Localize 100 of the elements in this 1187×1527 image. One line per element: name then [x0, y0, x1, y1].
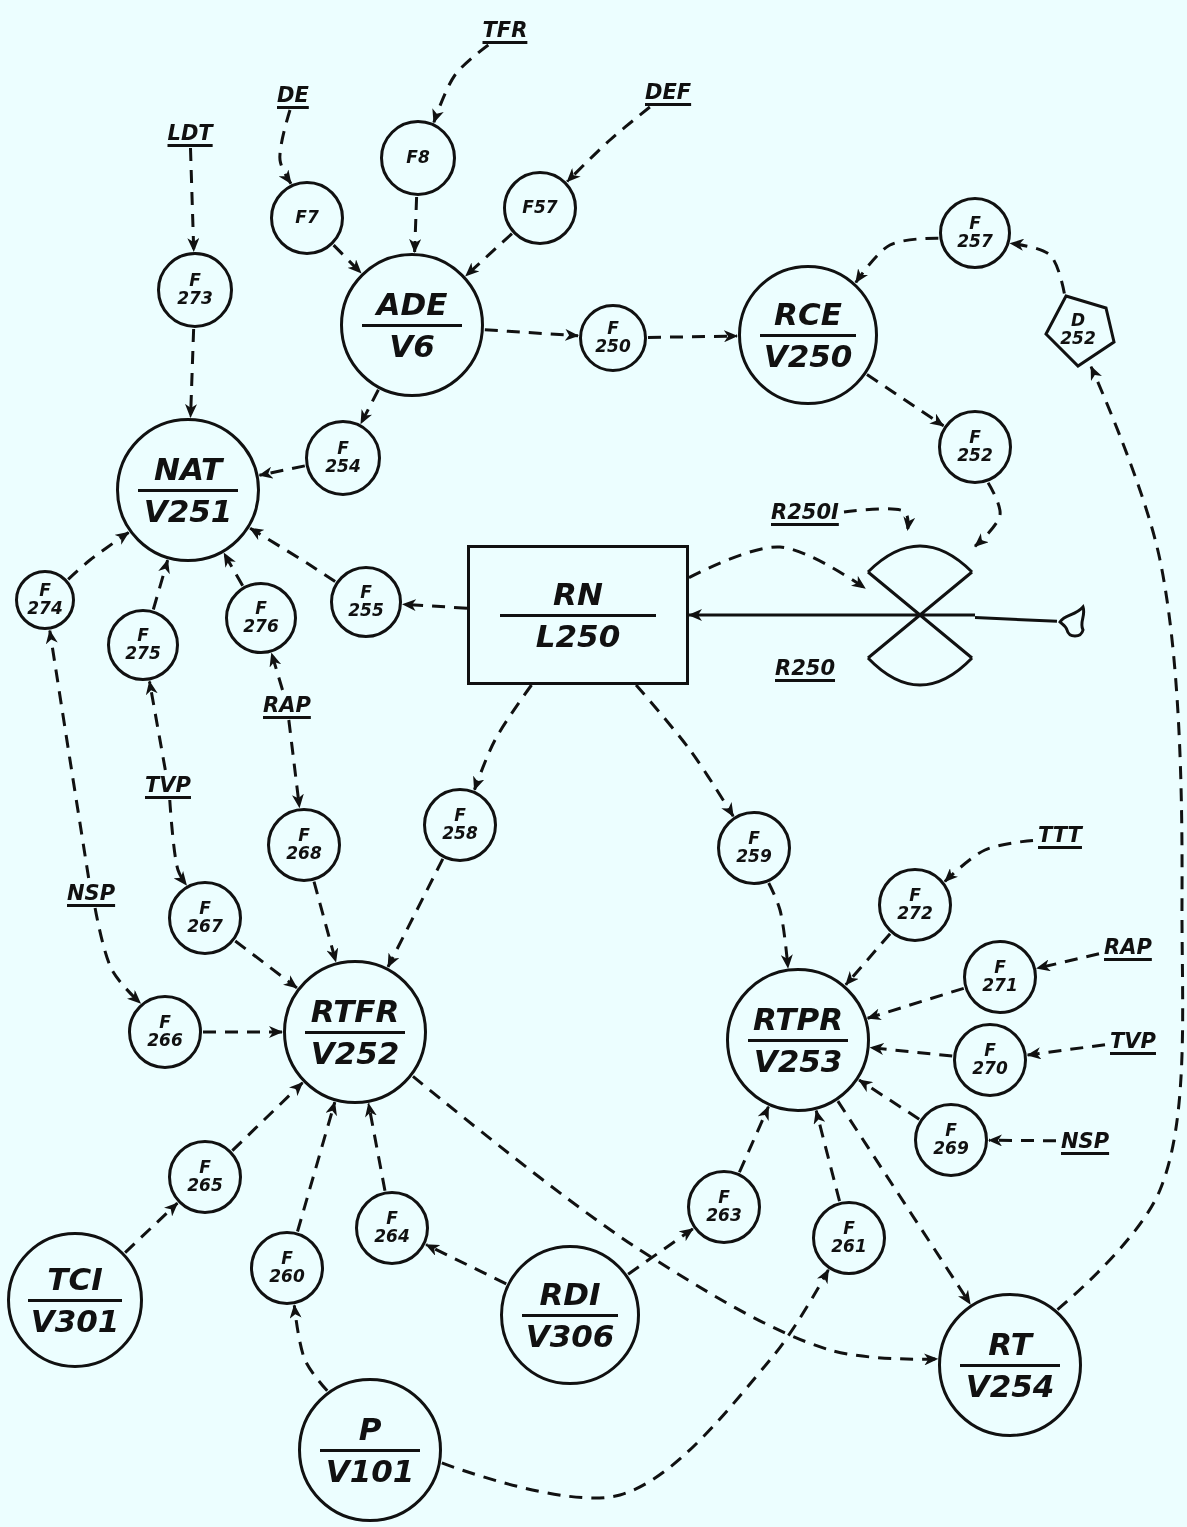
node-label: F 265	[187, 1159, 223, 1195]
source-label: TFR	[480, 18, 530, 42]
arrow	[943, 838, 1034, 883]
arrow	[688, 545, 866, 590]
arrow	[296, 1101, 337, 1232]
arrow	[844, 932, 892, 986]
arrow	[67, 531, 130, 581]
node-label: F 275	[125, 627, 161, 663]
arrow	[249, 526, 336, 583]
arrow	[566, 105, 651, 183]
arrow	[278, 109, 293, 185]
circle-node	[423, 788, 497, 862]
arrow	[866, 986, 965, 1021]
circle-node	[157, 252, 233, 328]
arrow	[1056, 365, 1185, 1311]
circle-node	[283, 960, 427, 1104]
circle-node	[128, 995, 202, 1069]
circle-node	[107, 609, 179, 681]
node-label: P	[358, 1410, 382, 1449]
node-label: F 270	[972, 1042, 1008, 1078]
circle-node	[168, 1140, 242, 1214]
node-label: ADE	[376, 285, 448, 324]
source-label: TTT	[1036, 823, 1084, 847]
arrow	[858, 1078, 920, 1121]
source-label: TVP	[143, 773, 193, 797]
node-label: TCI	[47, 1260, 103, 1299]
circle-node	[355, 1191, 429, 1265]
arrow	[425, 1243, 507, 1286]
arrow	[312, 881, 339, 963]
node-label: F 261	[831, 1220, 867, 1256]
circle-node	[938, 1293, 1082, 1437]
circle-node	[298, 1378, 442, 1522]
arrow	[145, 680, 167, 771]
source-label: RAP	[261, 693, 313, 717]
node-label: F 274	[27, 582, 63, 618]
arrow	[187, 147, 200, 252]
circle-node	[717, 811, 791, 885]
node-label: D 252	[1060, 312, 1096, 348]
circle-node	[500, 1245, 640, 1385]
arrow	[45, 629, 91, 879]
node-label: F 273	[177, 272, 213, 308]
circle-node	[330, 566, 402, 638]
node-label: RDI	[539, 1275, 601, 1314]
arrow	[401, 599, 468, 612]
node-label: F 272	[897, 887, 933, 923]
arrow	[332, 244, 362, 274]
circle-node	[963, 940, 1037, 1014]
node-label: V250	[763, 336, 853, 375]
arrow	[409, 196, 422, 254]
source-label: NSP	[1059, 1129, 1112, 1153]
node-label: RN	[553, 575, 603, 614]
arrow	[258, 464, 306, 479]
arrow	[93, 907, 142, 1005]
circle-node	[953, 1023, 1027, 1097]
node-label: F 254	[325, 440, 361, 476]
source-label: DE	[275, 83, 311, 107]
circle-node	[270, 181, 344, 255]
node-label: F 266	[147, 1014, 183, 1050]
arrow	[185, 328, 197, 419]
node-label: L250	[535, 616, 621, 655]
arrow	[287, 719, 304, 809]
node-label: F 268	[286, 827, 322, 863]
arrow	[151, 559, 170, 610]
circle-node	[305, 420, 381, 496]
arrow	[269, 652, 284, 691]
circle-node	[878, 868, 952, 942]
arrow	[1009, 238, 1066, 294]
node-label: F 258	[442, 807, 478, 843]
node-label: F 271	[982, 959, 1018, 995]
arrow	[1036, 952, 1100, 972]
arrow	[627, 1227, 694, 1276]
circle-node	[116, 418, 260, 562]
circle-node	[340, 253, 484, 397]
node-label: V254	[965, 1366, 1055, 1405]
arrow	[836, 1100, 972, 1305]
node-label: F7	[295, 209, 319, 227]
node-label: V252	[310, 1033, 400, 1072]
arrow	[473, 684, 533, 791]
arrow	[767, 882, 793, 969]
node-label: F 269	[933, 1122, 969, 1158]
circle-node	[939, 197, 1011, 269]
arrow	[432, 43, 490, 124]
circle-node	[380, 120, 456, 196]
node-label: F 267	[187, 900, 223, 936]
node-label: V306	[525, 1316, 615, 1355]
node-label: F 252	[957, 429, 993, 465]
circle-node	[225, 582, 297, 654]
arrow	[289, 1304, 329, 1392]
source-label: R250I	[769, 500, 841, 524]
node-label: RCE	[774, 295, 842, 334]
arrow	[222, 552, 244, 587]
circle-node	[267, 808, 341, 882]
valve-label: R250	[774, 656, 836, 680]
circle-node	[503, 171, 577, 245]
arrow	[412, 1075, 939, 1366]
node-label: F57	[522, 199, 558, 217]
circle-node	[914, 1103, 988, 1177]
arrow	[869, 1042, 953, 1058]
arrow	[634, 684, 735, 818]
arrow	[484, 328, 580, 341]
